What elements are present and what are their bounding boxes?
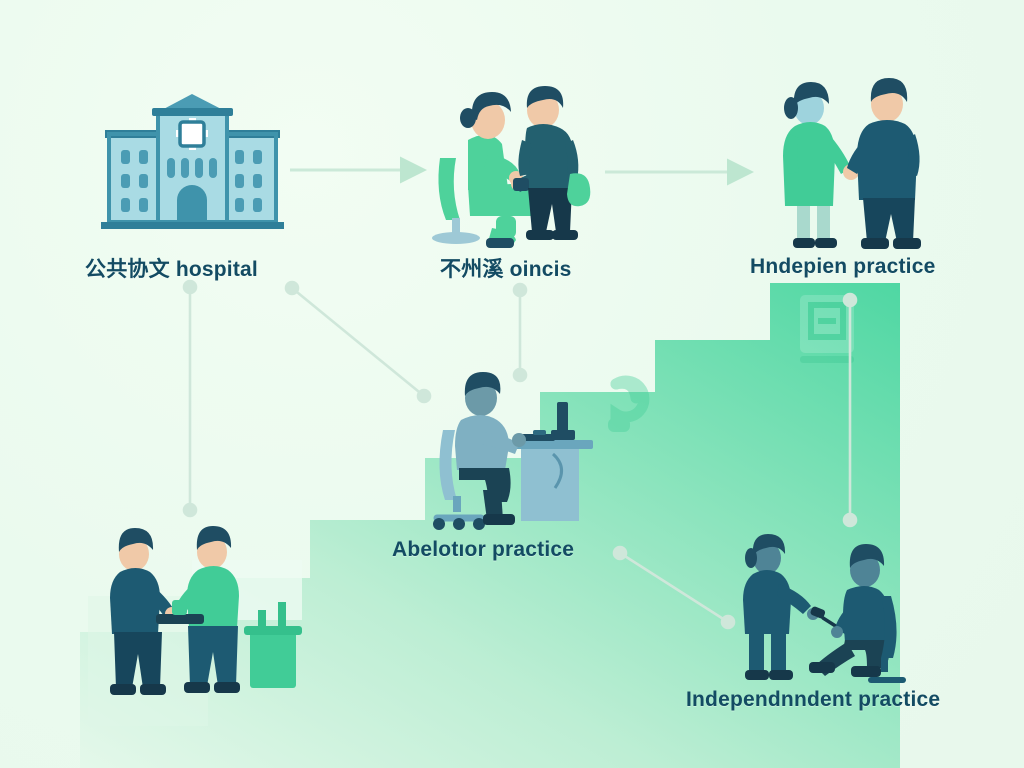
seated-worker-figure [455,372,526,525]
hospital-base [101,222,284,229]
clinician-figure-green [783,82,859,248]
standing-patient-figure [511,86,591,240]
office-chair [433,430,485,530]
consultation-chair [868,596,906,683]
tray-handoff-illustration [100,522,302,707]
seated-nurse-figure [460,92,536,248]
supply-cart [244,602,302,688]
staff-figure-left-dark [110,528,179,695]
standing-clinician-figure [743,534,819,680]
seated-patient-figure [809,544,890,677]
office-chair [432,158,480,244]
hospital-building-illustration [95,88,290,233]
staff-figure-right-green [171,526,240,693]
hospital-entrance-door [177,185,207,222]
label-independnndent-practice: Independnndent practice [686,688,941,711]
stethoscope-icon [608,375,650,432]
desk-worker-illustration [425,372,610,542]
handover-tray [156,600,204,624]
hospital-windows [121,150,262,212]
label-abelotior-practice: Abelotıor practice [392,538,575,561]
label-clinics: 不州溪 oincis [440,258,572,281]
desk [513,440,593,521]
nurse-and-patient-illustration [430,78,615,253]
consultation-pair-illustration [735,532,925,697]
hospital-cross-icon [176,118,208,150]
patient-figure-navy [847,78,921,249]
document-icon [800,295,854,363]
label-public-hospital: 公共协文 hospital [85,258,258,281]
computer-equipment [515,402,575,441]
label-hndepien-practice: Hndepien practice [750,255,936,278]
handshake-pair-illustration [765,70,935,252]
